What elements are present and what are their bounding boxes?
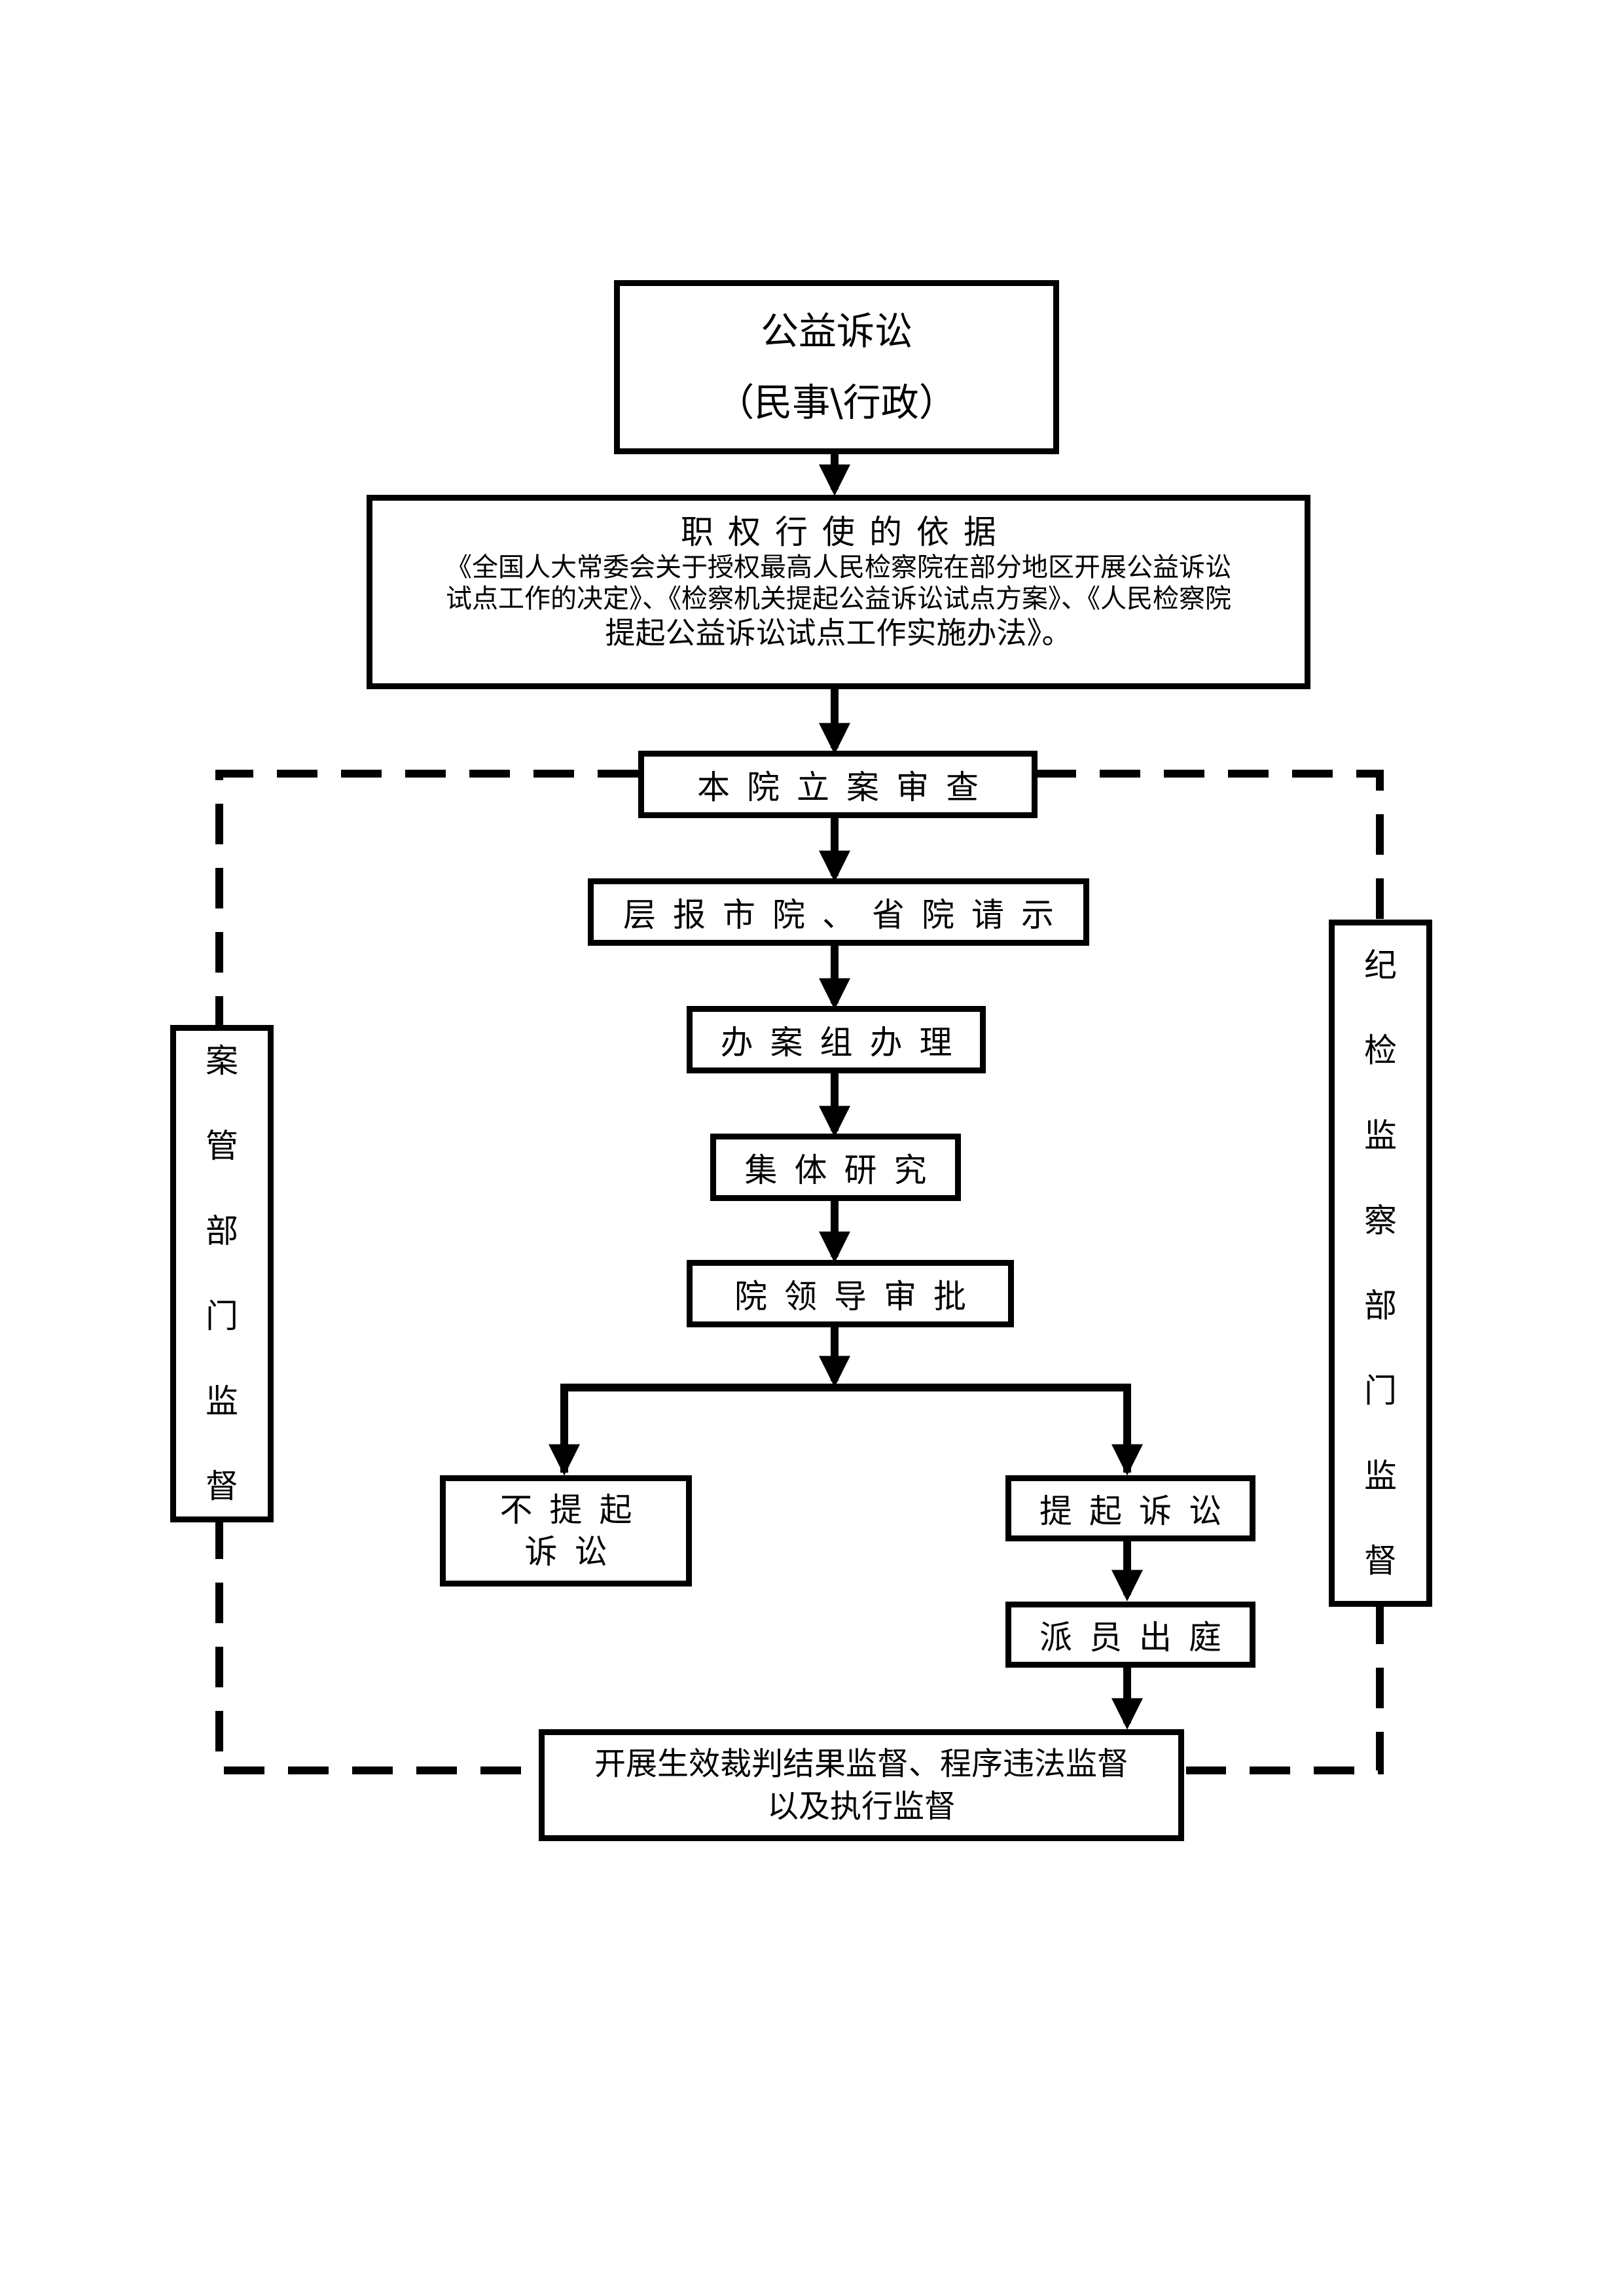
title-subtext: （民事\行政） <box>716 380 957 425</box>
case-mgmt-char: 案 <box>206 1042 238 1080</box>
case-team-box: 办案组办理 <box>687 1006 986 1073</box>
title-text: 公益诉讼 <box>760 308 912 353</box>
no-suit-label-line2: 诉讼 <box>524 1533 624 1571</box>
dashed-loop-left-top <box>215 770 638 1028</box>
send-staff-box: 派员出庭 <box>1005 1602 1255 1668</box>
final-supervision-box: 开展生效裁判结果监督、程序违法监督 以及执行监督 <box>539 1729 1184 1841</box>
case-mgmt-char: 监 <box>206 1382 238 1420</box>
discipline-char: 检 <box>1364 1031 1397 1069</box>
dashed-loop-right-top <box>1036 770 1384 923</box>
report-upward-label: 层报市院、省院请示 <box>623 895 1071 934</box>
discipline-char: 监 <box>1364 1457 1397 1495</box>
filing-review-label: 本院立案审查 <box>697 768 996 806</box>
case-mgmt-char: 门 <box>206 1297 238 1335</box>
filing-review-box: 本院立案审查 <box>638 751 1038 818</box>
basis-body-line2: 试点工作的决定》、《检察机关提起公益诉讼试点方案》、《人民检察院 <box>446 584 1231 615</box>
case-mgmt-char: 督 <box>206 1467 238 1505</box>
basis-body-line1: 《全国人大常委会关于授权最高人民检察院在部分地区开展公益诉讼 <box>446 552 1231 583</box>
file-suit-box: 提起诉讼 <box>1005 1475 1255 1541</box>
case-management-supervision-text: 案 管 部 门 监 督 <box>206 1018 238 1529</box>
file-suit-label: 提起诉讼 <box>1039 1492 1238 1530</box>
final-supervision-line1: 开展生效裁判结果监督、程序违法监督 <box>594 1745 1128 1782</box>
discipline-char: 门 <box>1364 1372 1397 1410</box>
branch-line <box>560 1384 1131 1473</box>
dashed-loop-right-bottom <box>1186 1604 1384 1774</box>
basis-heading: 职权行使的依据 <box>681 513 1011 551</box>
collective-study-box: 集体研究 <box>710 1134 961 1201</box>
no-suit-box: 不提起 诉讼 <box>440 1475 692 1587</box>
discipline-char: 部 <box>1364 1287 1397 1325</box>
report-upward-box: 层报市院、省院请示 <box>588 878 1089 946</box>
discipline-supervision-text: 纪 检 监 察 部 门 监 督 <box>1364 923 1397 1604</box>
case-mgmt-char: 管 <box>206 1127 238 1165</box>
case-management-supervision-box: 案 管 部 门 监 督 <box>170 1025 274 1522</box>
basis-box: 职权行使的依据 《全国人大常委会关于授权最高人民检察院在部分地区开展公益诉讼 试… <box>367 495 1310 689</box>
dashed-loop-left-bottom <box>215 1518 537 1774</box>
send-staff-label: 派员出庭 <box>1039 1618 1238 1657</box>
no-suit-label-line1: 不提起 <box>499 1491 649 1529</box>
discipline-char: 监 <box>1364 1117 1397 1155</box>
leader-approval-label: 院领导审批 <box>734 1277 983 1316</box>
leader-approval-box: 院领导审批 <box>687 1260 1014 1327</box>
basis-body-line3: 提起公益诉讼试点工作实施办法》。 <box>605 615 1072 651</box>
discipline-char: 督 <box>1364 1542 1397 1580</box>
case-mgmt-char: 部 <box>206 1212 238 1250</box>
case-team-label: 办案组办理 <box>720 1023 969 1062</box>
discipline-supervision-box: 纪 检 监 察 部 门 监 督 <box>1329 920 1432 1607</box>
title-box: 公益诉讼 （民事\行政） <box>614 280 1059 454</box>
collective-study-label: 集体研究 <box>744 1151 944 1189</box>
discipline-char: 察 <box>1364 1202 1397 1240</box>
discipline-char: 纪 <box>1364 946 1397 984</box>
final-supervision-line2: 以及执行监督 <box>767 1787 956 1825</box>
